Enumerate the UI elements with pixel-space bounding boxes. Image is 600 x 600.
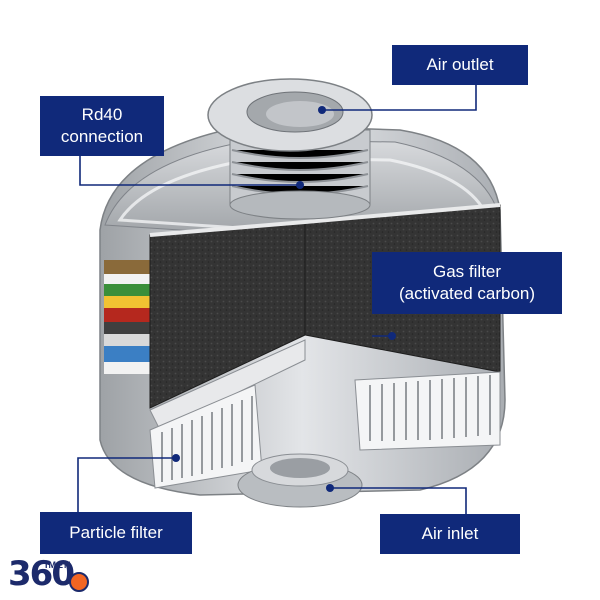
logo-badge-icon — [69, 572, 89, 592]
leader-rd40 — [79, 156, 300, 186]
air-outlet-text: Air outlet — [426, 55, 494, 74]
gas-filter-label: Gas filter (activated carbon) — [372, 252, 562, 314]
air-outlet-label: Air outlet — [392, 45, 528, 85]
particle-filter-text: Particle filter — [69, 523, 163, 542]
air-inlet-text: Air inlet — [421, 524, 479, 543]
leader-air-inlet — [330, 487, 467, 514]
logo-word: IMEN — [45, 560, 72, 570]
leader-air-outlet — [322, 85, 477, 111]
leader-dots — [172, 106, 396, 492]
gas-filter-text: Gas filter (activated carbon) — [398, 262, 536, 303]
air-inlet-label: Air inlet — [380, 514, 520, 554]
colour-band-stripes — [104, 260, 152, 374]
air-inlet-port — [237, 453, 363, 508]
rd40-connection-label: Rd40 connection — [40, 96, 164, 156]
logo-number: 360 — [8, 554, 75, 594]
leader-particle-filter — [77, 457, 176, 512]
leader-lines — [77, 85, 477, 514]
particle-filter-pleats — [149, 339, 501, 489]
rd40-connection-text: Rd40 connection — [60, 105, 144, 146]
particle-filter-label: Particle filter — [40, 512, 192, 554]
air-outlet-port — [207, 78, 373, 152]
brand-logo: 360 IMEN — [8, 554, 104, 596]
